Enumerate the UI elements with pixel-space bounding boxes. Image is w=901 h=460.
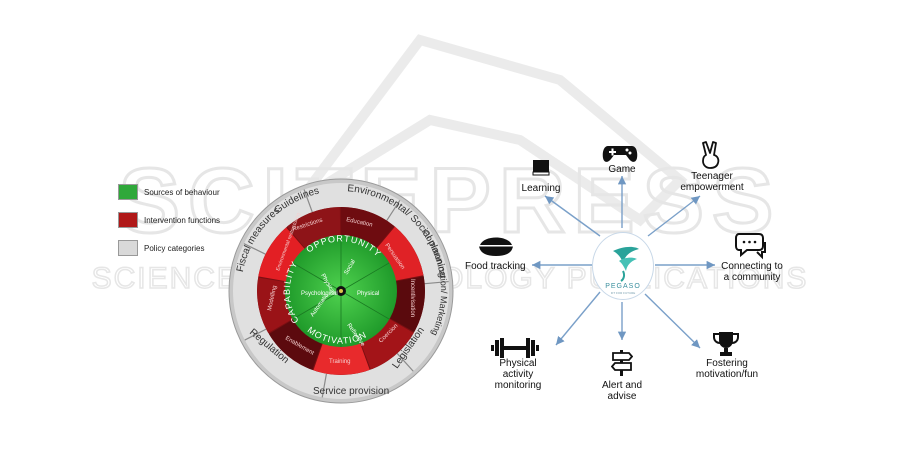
legend-swatch-green xyxy=(118,184,138,200)
intervention-label: Modelling xyxy=(267,285,278,311)
logo-text: PEGASO xyxy=(605,283,641,290)
node-physical-line: monitoring xyxy=(494,380,542,391)
legend-label: Sources of behaviour xyxy=(144,187,220,197)
node-alert-line: advise xyxy=(607,391,637,402)
node-community-line: Connecting to xyxy=(721,261,783,272)
food-bowl-icon xyxy=(479,237,513,256)
policy-label: Service provision xyxy=(313,386,389,397)
chat-bubbles-icon xyxy=(735,233,766,260)
pegaso-logo: PEGASO FIT FOR FUTURE xyxy=(592,232,654,300)
trophy-icon xyxy=(713,332,739,356)
source-dividers xyxy=(292,235,390,347)
dumbbell-icon xyxy=(491,338,539,358)
node-food-label: Food tracking xyxy=(465,261,526,272)
node-fostering-label: Fostering motivation/fun xyxy=(696,358,758,380)
intervention-label: Incentivisation xyxy=(409,279,415,317)
legend-item-interventions: Intervention functions xyxy=(118,212,220,228)
book-icon xyxy=(532,160,550,176)
arrow-physical xyxy=(555,291,601,346)
node-community-line: a community xyxy=(723,272,781,283)
arrow-fostering xyxy=(644,293,701,349)
node-learning-label: Learning xyxy=(521,183,561,194)
node-physical-line: Physical xyxy=(499,358,537,369)
node-teenager-line: empowerment xyxy=(680,182,744,193)
gamepad-icon xyxy=(602,146,638,162)
node-community-label: Connecting to a community xyxy=(721,261,783,283)
signpost-icon xyxy=(611,350,633,376)
node-game-label: Game xyxy=(608,164,636,175)
source-sub-label: Physical xyxy=(357,291,379,297)
arrow-teen xyxy=(647,195,701,237)
legend-swatch-red xyxy=(118,212,138,228)
node-alert-label: Alert and advise xyxy=(602,380,642,402)
arrow-learning xyxy=(544,195,601,237)
node-physical-line: activity xyxy=(502,369,534,380)
intervention-label: Training xyxy=(329,359,350,365)
node-fostering-line: motivation/fun xyxy=(695,369,759,380)
source-sub-label: Psychological xyxy=(301,291,338,297)
policy-dividers xyxy=(243,189,449,398)
node-alert-line: Alert and xyxy=(601,380,643,391)
legend-label: Policy categories xyxy=(144,243,205,253)
pegaso-wing-icon: PEGASO FIT FOR FUTURE xyxy=(605,246,641,295)
node-fostering-line: Fostering xyxy=(706,358,748,369)
legend-item-policy: Policy categories xyxy=(118,240,204,256)
intervention-label: Education xyxy=(346,217,373,228)
node-teenager-line: Teenager xyxy=(691,171,733,182)
legend-swatch-grey xyxy=(118,240,138,256)
logo-subtext: FIT FOR FUTURE xyxy=(611,291,636,295)
victory-hand-icon xyxy=(702,141,720,169)
node-teenager-label: Teenager empowerment xyxy=(680,171,743,193)
legend-item-sources: Sources of behaviour xyxy=(118,184,220,200)
node-physical-label: Physical activity monitoring xyxy=(495,358,542,391)
behaviour-change-wheel: Fiscal measures Guidelines Environmental… xyxy=(228,178,454,404)
legend-label: Intervention functions xyxy=(144,215,221,225)
